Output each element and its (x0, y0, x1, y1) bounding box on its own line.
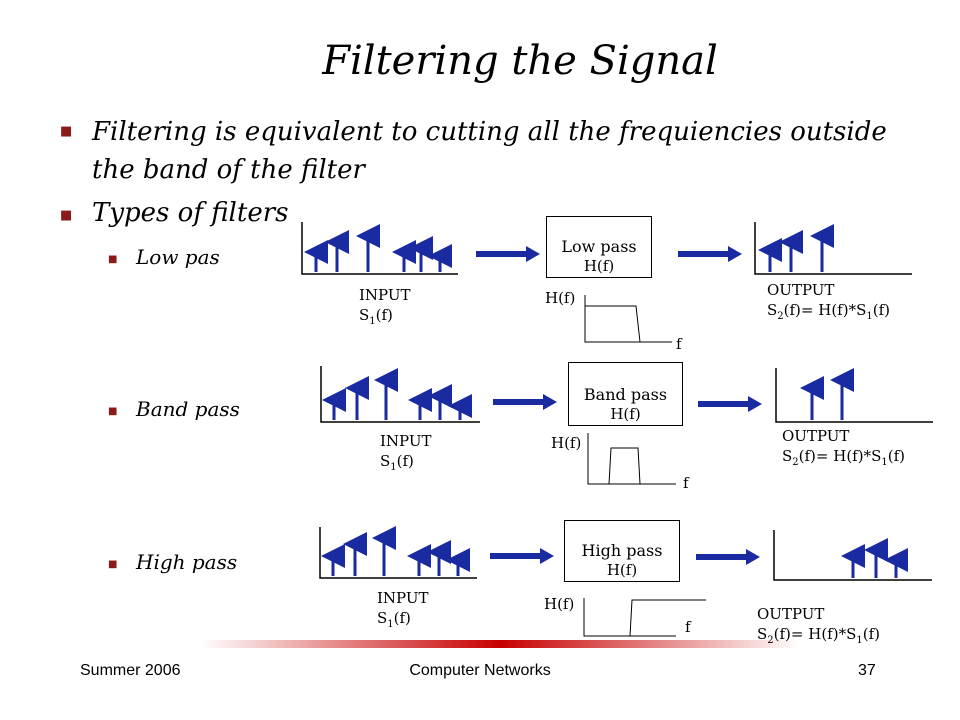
low-pass-hf-axis-label: H(f) (545, 289, 576, 307)
high-pass-f-axis-label: f (685, 618, 691, 636)
low-pass-f-axis-label: f (676, 335, 682, 353)
low-pass-input-label: INPUT S1(f) (359, 286, 411, 327)
footer-date: Summer 2006 (80, 662, 181, 679)
low-pass-filter-box: Low pass H(f) (546, 216, 652, 278)
low-pass-input-spectrum (301, 222, 458, 275)
sub-bullet-icon: ■ (108, 406, 118, 417)
band-pass-output-spectrum (775, 368, 933, 423)
band-pass-filter-name: Band pass (583, 385, 668, 404)
slide-title: Filtering the Signal (322, 38, 718, 84)
low-pass-filter-name: Low pass (561, 237, 637, 256)
high-pass-filter-box: High pass H(f) (564, 520, 680, 582)
bullet-types: Types of filters (92, 198, 289, 228)
footer-page-number: 37 (858, 662, 876, 679)
band-pass-output-label: OUTPUT S2(f)= H(f)*S1(f) (782, 427, 906, 468)
band-pass-input-spectrum (320, 366, 480, 423)
bullet-filtering: Filtering is equivalent to cutting all t… (92, 117, 887, 185)
high-pass-output-spectrum (773, 530, 932, 581)
band-pass-filter-box: Band pass H(f) (568, 362, 683, 426)
bullet-icon: ■ (60, 124, 73, 139)
band-pass-hf-axis-label: H(f) (551, 434, 582, 452)
band-pass-input-label: INPUT S1(f) (380, 432, 432, 473)
footer-rule (200, 640, 800, 648)
sub-bullet-icon: ■ (108, 559, 118, 570)
high-pass-input-label: INPUT S1(f) (377, 589, 429, 630)
low-pass-output-label: OUTPUT S2(f)= H(f)*S1(f) (767, 281, 891, 322)
sub-bullet-high-pass: High pass (136, 550, 238, 574)
low-pass-response (584, 295, 672, 343)
sub-bullet-low-pass: Low pas (136, 245, 220, 269)
low-pass-output-spectrum (754, 222, 912, 275)
footer-course: Computer Networks (409, 662, 551, 679)
high-pass-hf-axis-label: H(f) (544, 595, 575, 613)
band-pass-response (587, 433, 676, 485)
sub-bullet-band-pass: Band pass (136, 397, 240, 421)
band-pass-filter-hf: H(f) (610, 405, 641, 423)
bullet-icon: ■ (60, 208, 73, 223)
high-pass-response (583, 598, 706, 637)
high-pass-filter-hf: H(f) (606, 561, 638, 579)
low-pass-filter-hf: H(f) (583, 257, 615, 275)
band-pass-f-axis-label: f (683, 474, 689, 492)
high-pass-output-label: OUTPUT S2(f)= H(f)*S1(f) (757, 605, 881, 646)
high-pass-filter-name: High pass (581, 541, 663, 560)
sub-bullet-icon: ■ (108, 254, 118, 265)
high-pass-input-spectrum (319, 526, 477, 579)
